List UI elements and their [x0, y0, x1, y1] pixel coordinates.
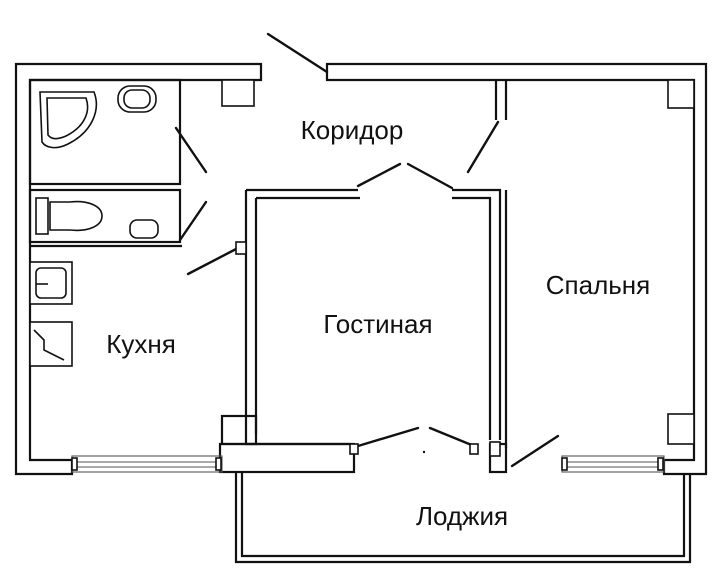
windows: [71, 414, 665, 474]
room-label-loggia: Лоджия: [416, 501, 508, 531]
stove-icon: [29, 321, 73, 367]
room-label-kitchen: Кухня: [106, 329, 176, 359]
corner-bathtub-icon: [39, 91, 98, 149]
toilet-icon: [49, 200, 103, 232]
bathroom: [28, 78, 255, 186]
bedroom: [466, 79, 695, 468]
sink-icon: [117, 85, 157, 113]
kitchen: [29, 244, 240, 367]
loggia: [234, 472, 692, 564]
toilet-room: [28, 188, 208, 244]
room-label-corridor: Коридор: [301, 115, 404, 145]
room-label-living: Гостиная: [323, 309, 432, 339]
room-label-bedroom: Спальня: [546, 270, 650, 300]
small-sink-icon: [129, 219, 159, 239]
